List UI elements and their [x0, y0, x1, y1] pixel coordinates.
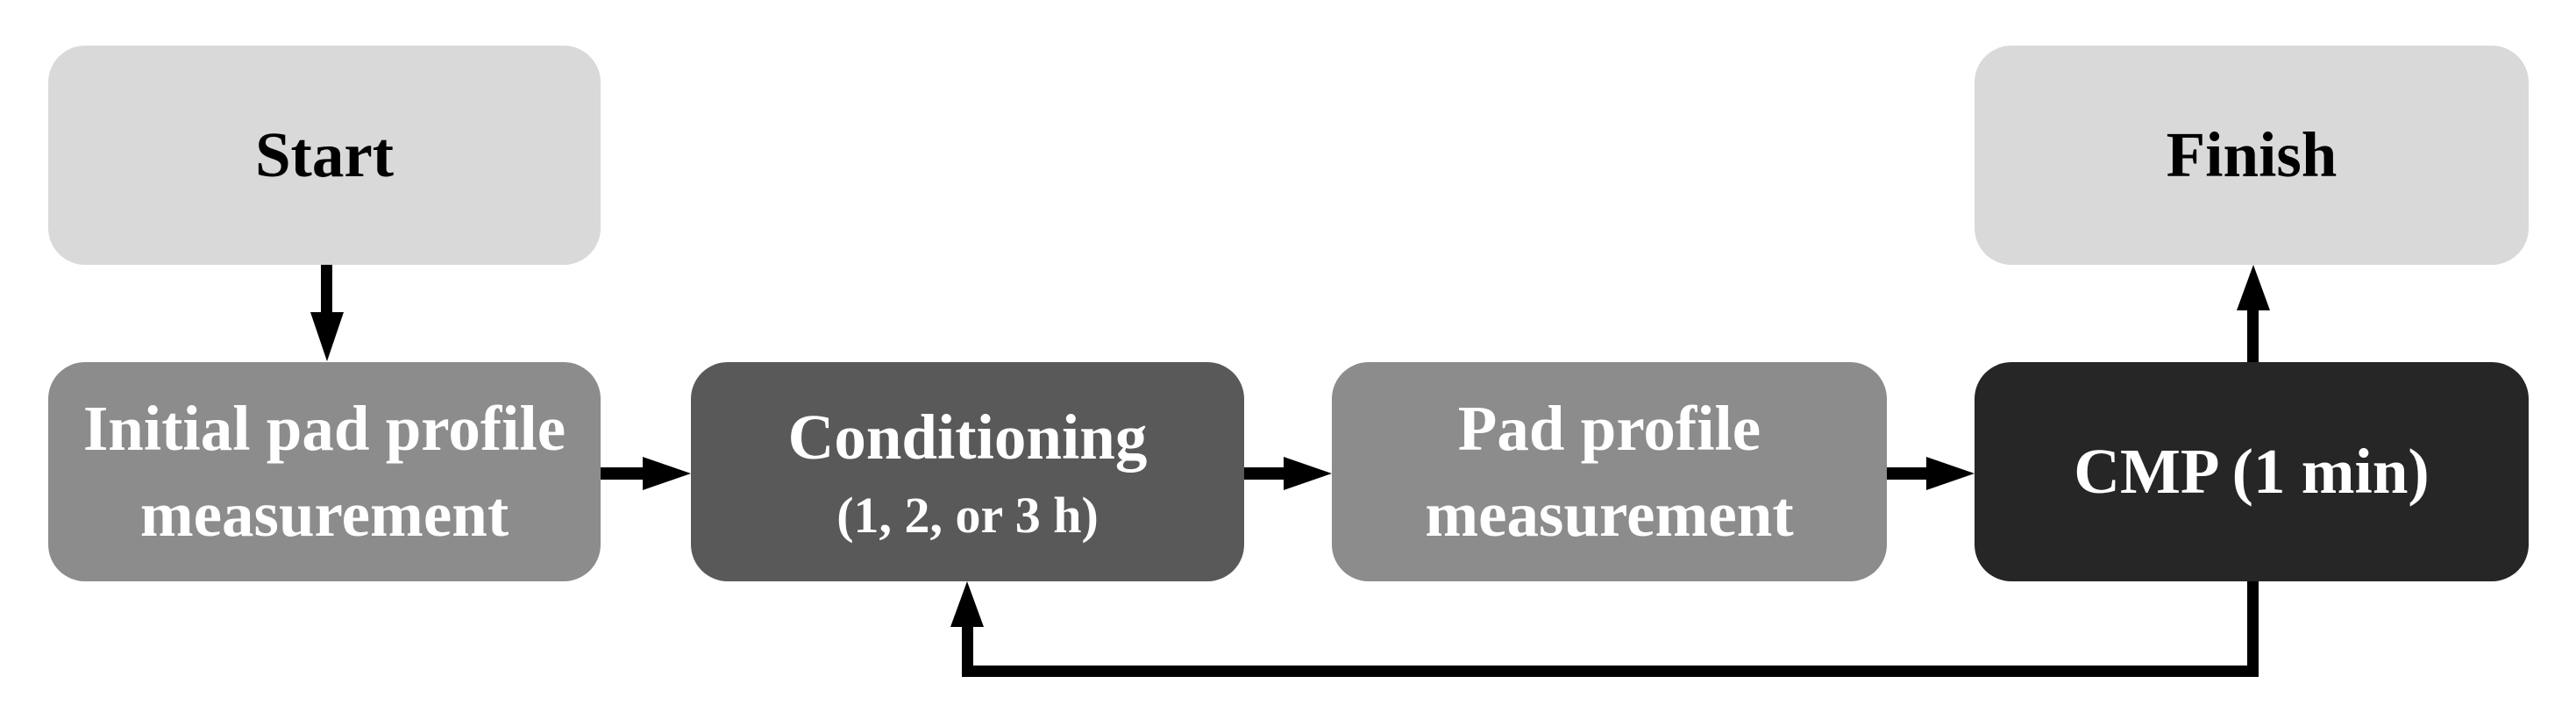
pad-profile-measurement-label: Pad profile measurement	[1425, 393, 1794, 550]
edge-cmp-to-conditioning-up-shaft	[962, 627, 973, 677]
cmp-label: CMP (1 min)	[2074, 436, 2430, 508]
finish-node: Finish	[1975, 46, 2529, 265]
start-node: Start	[48, 46, 601, 265]
edge-cmp-to-finish-arrowhead	[2237, 265, 2270, 310]
conditioning-node: Conditioning (1, 2, or 3 h)	[691, 362, 1244, 581]
conditioning-duration-note: (1, 2, or 3 h)	[836, 487, 1099, 545]
edge-cmp-to-finish-shaft	[2247, 310, 2259, 362]
start-label: Start	[254, 119, 395, 191]
edge-pad-to-cmp-arrowhead	[1926, 457, 1975, 490]
initial-pad-profile-measurement-node: Initial pad profile measurement	[48, 362, 601, 581]
edge-initial-to-conditioning-shaft	[601, 467, 643, 480]
edge-cmp-to-conditioning-bottom-segment	[962, 666, 2259, 677]
pad-profile-measurement-node: Pad profile measurement	[1332, 362, 1887, 581]
edge-start-to-initial-arrowhead	[310, 312, 344, 361]
initial-pad-profile-measurement-label: Initial pad profile measurement	[82, 393, 566, 550]
edge-cmp-to-conditioning-down-segment	[2247, 581, 2259, 677]
cmp-node: CMP (1 min)	[1975, 362, 2529, 581]
edge-start-to-initial-shaft	[321, 265, 332, 312]
edge-conditioning-to-pad-shaft	[1244, 467, 1284, 480]
edge-pad-to-cmp-shaft	[1887, 467, 1926, 480]
edge-conditioning-to-pad-arrowhead	[1284, 457, 1332, 490]
finish-label: Finish	[2166, 119, 2338, 191]
conditioning-label: Conditioning	[787, 402, 1148, 473]
edge-initial-to-conditioning-arrowhead	[643, 457, 691, 490]
edge-cmp-to-conditioning-arrowhead	[950, 581, 984, 627]
